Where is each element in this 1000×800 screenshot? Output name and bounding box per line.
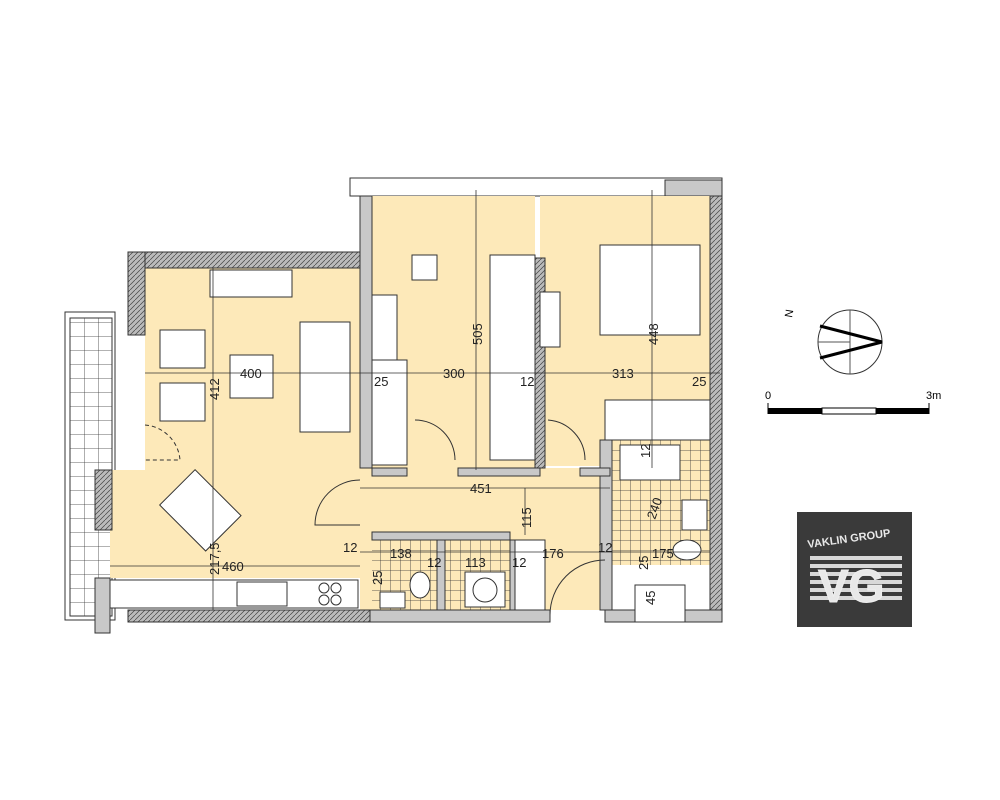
dim-wall-6: 12 — [512, 555, 526, 570]
dim-wall-2: 12 — [520, 374, 534, 389]
vaklin-group-logo: VAKLIN GROUP VG — [797, 512, 912, 627]
scale-bar: 0 3m — [765, 390, 941, 415]
furniture — [109, 244, 708, 623]
dim-wall-5: 12 — [427, 555, 441, 570]
dim-hall-width: 451 — [470, 481, 492, 496]
dim-bedroom1-length: 505 — [470, 323, 485, 345]
dim-bath-lower: 45 — [643, 591, 658, 605]
balcony — [64, 311, 116, 621]
dim-wall-8: 12 — [638, 444, 653, 458]
dim-wc-offset: 25 — [370, 571, 385, 585]
dim-hall-depth: 115 — [519, 507, 534, 528]
dim-dining-length: 217,5 — [207, 542, 222, 575]
svg-text:VG: VG — [818, 560, 884, 612]
loggia-frame — [349, 177, 723, 197]
dim-hall-lower: 176 — [542, 546, 564, 561]
dim-living-width: 400 — [240, 366, 262, 381]
scale-end: 3m — [926, 390, 941, 402]
dim-wall-1: 25 — [374, 374, 388, 389]
dim-bedroom1-width: 300 — [443, 366, 465, 381]
dimension-labels: 400 25 300 12 313 25 505 448 412 217,5 4… — [207, 323, 706, 605]
dim-wall-4: 12 — [343, 540, 357, 555]
dim-wall-7: 12 — [598, 540, 612, 555]
dim-bedroom2-width: 313 — [612, 366, 634, 381]
dim-bath-offset: 25 — [636, 556, 651, 570]
north-compass: N — [783, 309, 883, 375]
dim-bath-radius: 240 — [644, 496, 666, 522]
door-swings — [144, 419, 606, 616]
compass-label: N — [783, 309, 796, 319]
dimension-lines — [110, 190, 720, 610]
dim-bedroom2-length: 448 — [646, 323, 661, 345]
dim-bath-width: 175 — [652, 546, 674, 561]
dim-wc-width: 138 — [390, 546, 412, 561]
dim-living-length: 412 — [207, 378, 222, 400]
dim-wall-3: 25 — [692, 374, 706, 389]
scale-start: 0 — [765, 390, 771, 402]
dim-laundry-width: 113 — [465, 555, 486, 570]
dim-kitchen-width: 460 — [222, 559, 244, 574]
